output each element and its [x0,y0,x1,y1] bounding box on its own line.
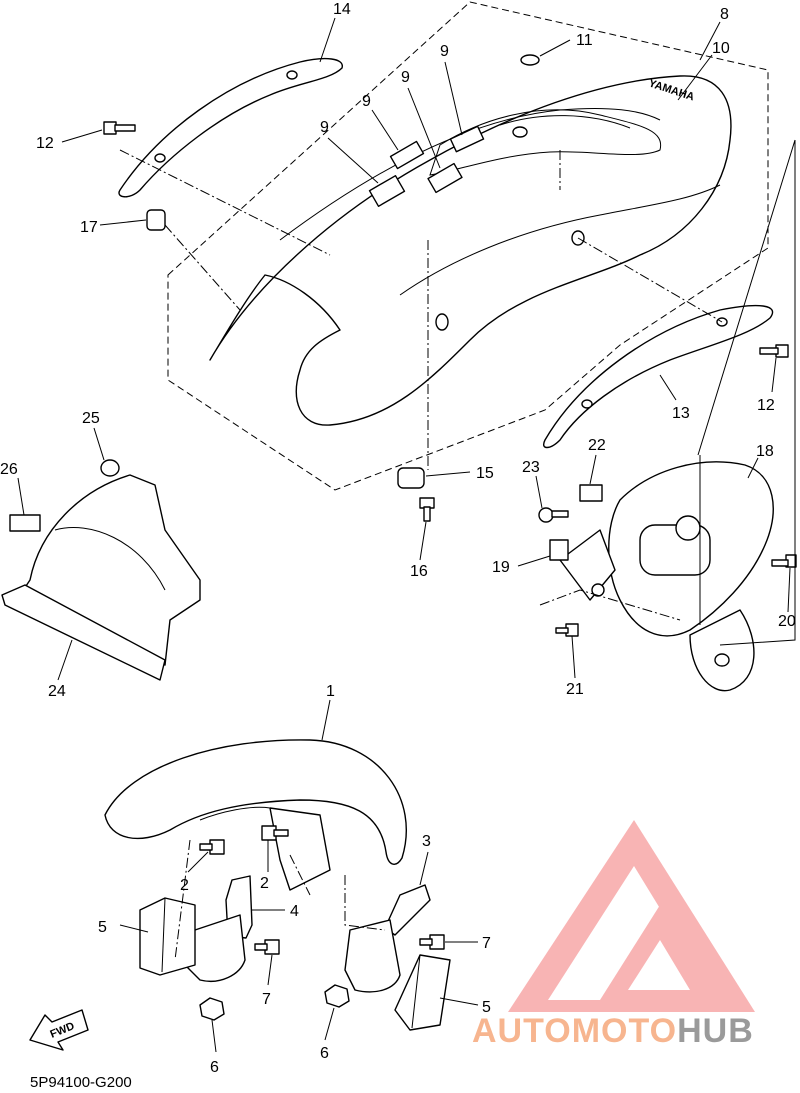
cover-hole [154,153,166,163]
callout-19: 19 [492,559,510,576]
callout-4: 4 [290,903,299,920]
washer-11 [520,54,540,66]
fork-stay-left [184,914,246,982]
callout-9: 9 [440,43,449,60]
callout-3: 3 [422,833,431,850]
callout-23: 23 [522,459,540,476]
drawing-code: 5P94100-G200 [30,1074,132,1091]
rear-fender: YAMAHA [209,75,732,426]
bolt-7-left [254,939,280,955]
callout-1: 1 [326,683,335,700]
callout-7: 7 [482,935,491,952]
brand-word-hub: HUB [677,1012,754,1050]
callout-13: 13 [672,405,690,422]
front-fender [104,739,407,891]
cover-hole [286,70,298,80]
callout-9: 9 [401,69,410,86]
bracket-19 [549,539,569,561]
bolt-7-right [419,934,445,950]
callout-20: 20 [778,613,796,630]
bolt-20 [771,554,797,568]
callout-17: 17 [80,219,98,236]
callout-21: 21 [566,681,584,698]
reflector-5-right [394,954,451,1031]
callout-6: 6 [210,1059,219,1076]
nut-6-right [324,984,350,1008]
side-cover-14 [118,57,343,198]
leader-lines [17,17,796,1053]
bracket-22 [579,484,603,502]
rivet-25 [100,459,120,477]
callout-12: 12 [36,135,54,152]
brand-word-moto: MOTO [571,1012,678,1050]
brand-logo-mark [508,820,755,1012]
nut-6-left [199,997,225,1021]
grommet-17 [146,209,166,231]
callout-14: 14 [333,1,351,18]
callout-24: 24 [48,683,66,700]
bolt-12-left [103,121,136,135]
cover-hole [581,399,593,409]
clip-15 [397,467,425,489]
bolt-2-mid [261,825,289,841]
callout-7: 7 [262,991,271,1008]
side-cover-13 [543,304,774,449]
callout-5: 5 [98,919,107,936]
callout-18: 18 [756,443,774,460]
bolt-12-right [759,344,789,358]
clip-26 [9,514,41,532]
callout-9: 9 [362,93,371,110]
fwd-arrow-icon [29,1009,89,1051]
fender-extension-24 [1,474,201,681]
assembly-boundary-8 [167,1,769,491]
callout-8: 8 [720,6,729,23]
reflector-5-left [139,897,196,976]
callout-25: 25 [82,410,100,427]
callout-2: 2 [260,875,269,892]
callout-16: 16 [410,563,428,580]
callout-15: 15 [476,465,494,482]
callouts: 14 8 11 10 9 9 9 9 12 17 13 12 25 26 15 … [0,1,796,1076]
callout-12: 12 [757,397,775,414]
tail-light-assembly [559,461,774,692]
brand-logo-text: AUTOMOTOHUB [472,1012,754,1051]
bolt-16 [419,497,435,522]
callout-5: 5 [482,999,491,1016]
callout-10: 10 [712,40,730,57]
bolt-21 [555,623,579,637]
bolt-23 [538,507,569,523]
brand-word-auto: AUTO [472,1012,572,1050]
callout-22: 22 [588,437,606,454]
callout-11: 11 [576,32,593,49]
callout-26: 26 [0,461,18,478]
callout-2: 2 [180,877,189,894]
fork-stay-right [344,919,401,993]
callout-9: 9 [320,119,329,136]
bolt-2-left [199,839,225,855]
callout-6: 6 [320,1045,329,1062]
